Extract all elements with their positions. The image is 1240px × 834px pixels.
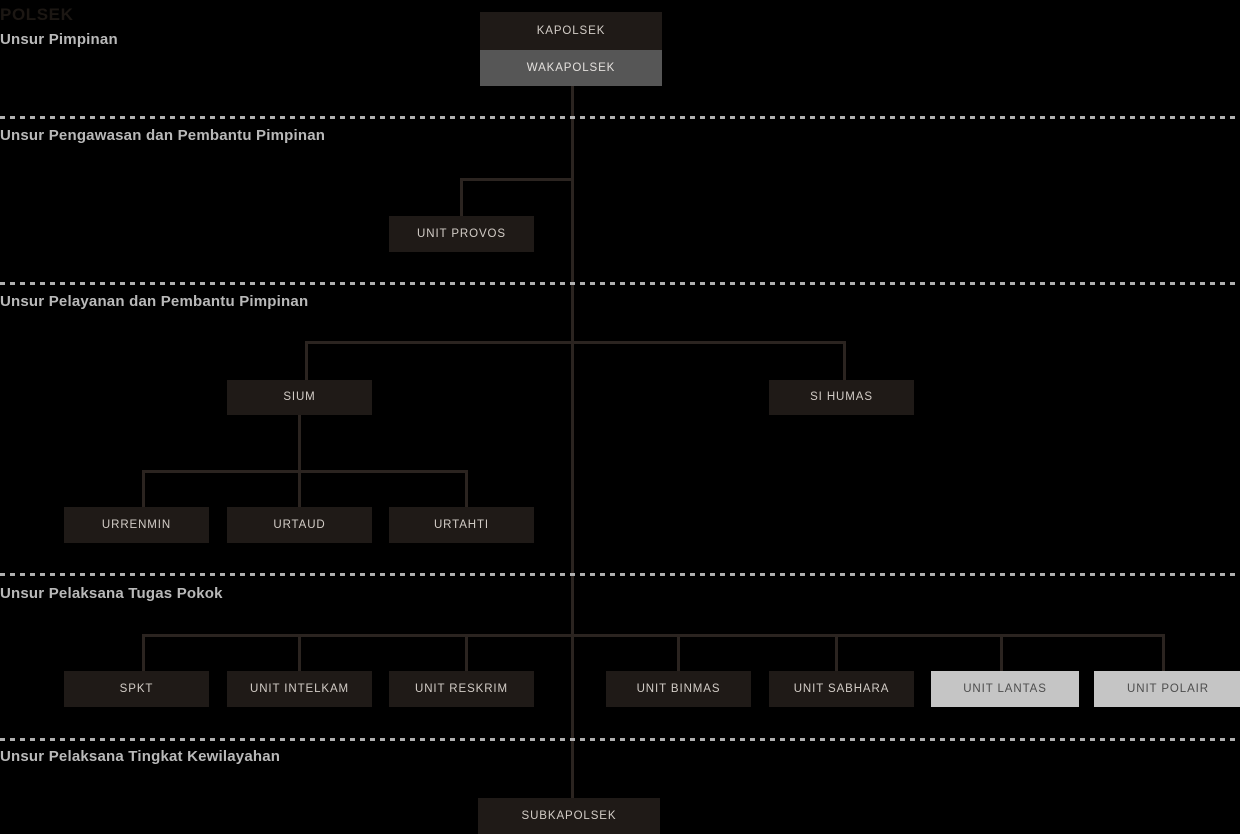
connector-operational-bus: [142, 634, 1165, 637]
node-urrenmin[interactable]: URRENMIN: [64, 507, 209, 543]
divider-4: [0, 738, 1240, 741]
node-unit-lantas-label: UNIT LANTAS: [963, 682, 1047, 695]
connector-main-trunk: [571, 86, 574, 800]
node-wakapolsek[interactable]: WAKAPOLSEK: [480, 50, 662, 86]
connector-urtahti-drop: [465, 470, 468, 507]
node-spkt-label: SPKT: [119, 682, 154, 695]
node-unit-polair-label: UNIT POLAIR: [1127, 682, 1209, 695]
node-sium-label: SIUM: [283, 391, 316, 404]
connector-unit-polair-drop: [1162, 634, 1165, 671]
node-unit-lantas[interactable]: UNIT LANTAS: [931, 671, 1079, 707]
connector-unit-binmas-drop: [677, 634, 680, 671]
connector-provos-vertical: [460, 178, 463, 218]
node-urtahti[interactable]: URTAHTI: [389, 507, 534, 543]
node-si-humas-label: SI HUMAS: [810, 391, 873, 404]
node-wakapolsek-label: WAKAPOLSEK: [526, 61, 616, 74]
node-unit-binmas-label: UNIT BINMAS: [636, 682, 721, 695]
node-unit-reskrim[interactable]: UNIT RESKRIM: [389, 671, 534, 707]
node-urtaud-label: URTAUD: [273, 518, 326, 531]
connector-spkt-drop: [142, 634, 145, 671]
node-unit-sabhara-label: UNIT SABHARA: [793, 682, 890, 695]
node-urtaud[interactable]: URTAUD: [227, 507, 372, 543]
section-label-unsur-pengawasan: Unsur Pengawasan dan Pembantu Pimpinan: [0, 127, 326, 144]
node-unit-reskrim-label: UNIT RESKRIM: [414, 682, 508, 695]
connector-unit-reskrim-drop: [465, 634, 468, 671]
section-label-unsur-kewilayahan: Unsur Pelaksana Tingkat Kewilayahan: [0, 748, 281, 765]
connector-sium-children-bus: [142, 470, 468, 473]
connector-provos-horizontal: [460, 178, 572, 181]
connector-sium-stem: [298, 415, 301, 470]
section-label-unsur-pelaksana-tugas: Unsur Pelaksana Tugas Pokok: [0, 585, 223, 602]
node-kapolsek-label: KAPOLSEK: [536, 24, 606, 37]
connector-urtaud-drop: [298, 470, 301, 507]
node-spkt[interactable]: SPKT: [64, 671, 209, 707]
section-label-unsur-pelayanan: Unsur Pelayanan dan Pembantu Pimpinan: [0, 293, 309, 310]
node-unit-sabhara[interactable]: UNIT SABHARA: [769, 671, 914, 707]
node-unit-intelkam-label: UNIT INTELKAM: [249, 682, 350, 695]
node-unit-binmas[interactable]: UNIT BINMAS: [606, 671, 751, 707]
section-label-unsur-pimpinan: Unsur Pimpinan: [0, 31, 118, 48]
node-si-humas[interactable]: SI HUMAS: [769, 380, 914, 415]
connector-unit-intelkam-drop: [298, 634, 301, 671]
connector-sium-drop: [305, 341, 308, 380]
page-title: POLSEK: [0, 5, 74, 24]
node-urtahti-label: URTAHTI: [433, 518, 490, 531]
connector-sium-humas-bus: [305, 341, 846, 344]
connector-unit-lantas-drop: [1000, 634, 1003, 671]
node-unit-intelkam[interactable]: UNIT INTELKAM: [227, 671, 372, 707]
node-unit-provos-label: UNIT PROVOS: [417, 227, 506, 240]
divider-3: [0, 573, 1240, 576]
node-kapolsek[interactable]: KAPOLSEK: [480, 12, 662, 50]
node-urrenmin-label: URRENMIN: [101, 518, 172, 531]
connector-si-humas-drop: [843, 341, 846, 380]
node-subkapolsek-label: SUBKAPOLSEK: [521, 809, 617, 822]
divider-2: [0, 282, 1240, 285]
node-unit-polair[interactable]: UNIT POLAIR: [1094, 671, 1240, 707]
node-sium[interactable]: SIUM: [227, 380, 372, 415]
divider-1: [0, 116, 1240, 119]
connector-urrenmin-drop: [142, 470, 145, 507]
node-unit-provos[interactable]: UNIT PROVOS: [389, 216, 534, 252]
connector-unit-sabhara-drop: [835, 634, 838, 671]
node-subkapolsek[interactable]: SUBKAPOLSEK: [478, 798, 660, 834]
